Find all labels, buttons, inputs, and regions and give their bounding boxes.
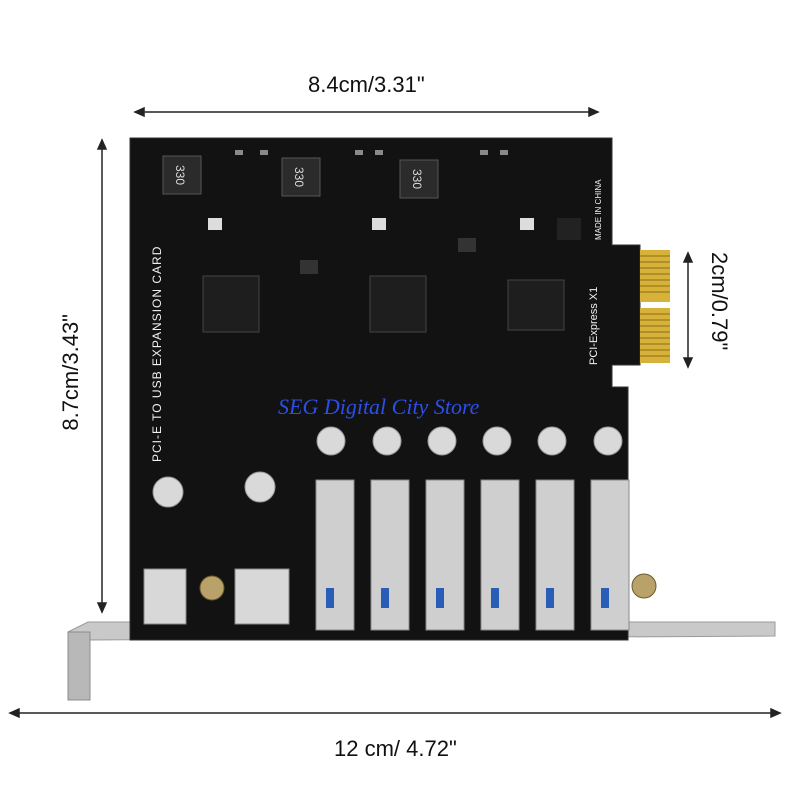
capacitors — [152, 426, 623, 508]
gold-fingers — [640, 250, 670, 363]
inductor-label-3: 330 — [410, 168, 425, 190]
left-height-label: 8.7cm/3.43" — [58, 314, 83, 431]
right-height-label: 2cm/0.79" — [707, 252, 732, 351]
inductors — [162, 155, 439, 199]
small-components — [208, 150, 581, 274]
top-width-label: 8.4cm/3.31" — [308, 72, 425, 97]
inductor-label-2: 330 — [292, 166, 307, 188]
interface-text: PCI-Express X1 — [588, 286, 600, 365]
screws — [199, 573, 657, 601]
controller-chips — [202, 275, 565, 333]
typec-ports — [143, 568, 290, 625]
store-watermark: SEG Digital City Store — [278, 394, 480, 419]
origin-text: MADE IN CHINA — [594, 179, 603, 240]
dimension-lines — [8, 106, 782, 719]
board-title-text: PCI-E TO USB EXPANSION CARD — [150, 245, 164, 462]
inductor-label-1: 330 — [173, 164, 188, 186]
bottom-width-label: 12 cm/ 4.72" — [334, 736, 457, 761]
usb-ports — [315, 479, 630, 631]
